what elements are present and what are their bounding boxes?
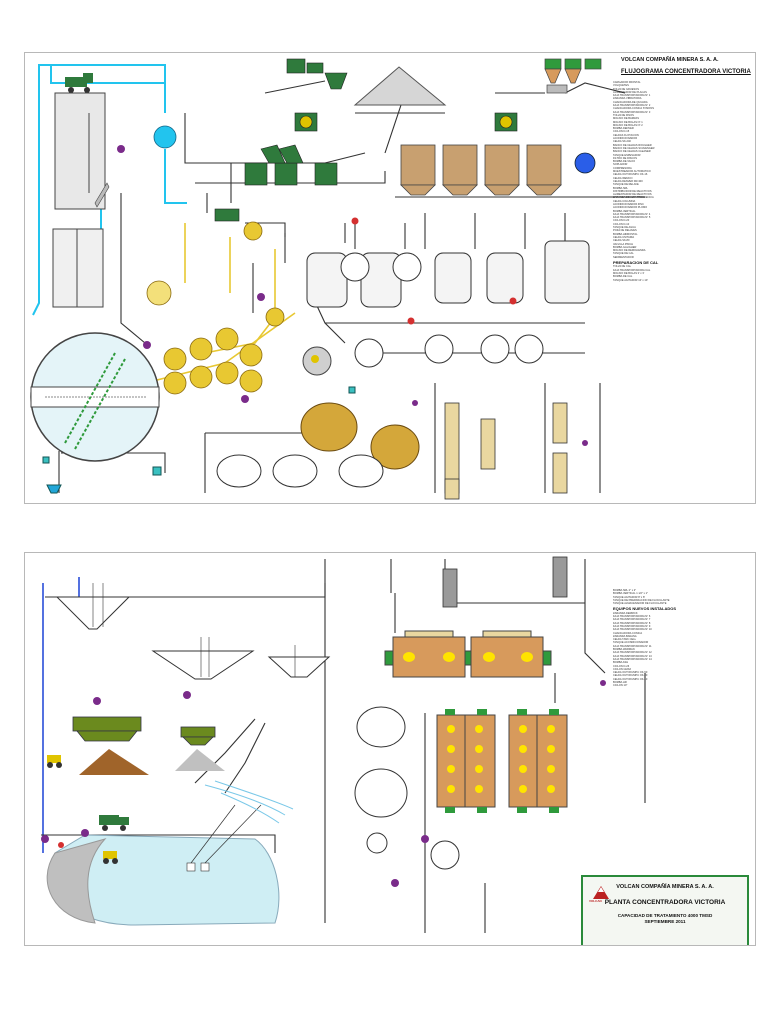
top-diagram-title: FLUJOGRAMA CONCENTRADORA VICTORIA — [621, 69, 753, 75]
loader-icon-bottom — [47, 755, 62, 768]
disc-filters — [73, 717, 215, 745]
bottom-flowsheet: BOMBA SRL 2" x 2"BOMBA VERTICAL 1 1/2" x… — [24, 552, 756, 946]
column-cells-top — [445, 403, 567, 499]
truck-icon — [65, 73, 93, 93]
river-lines — [205, 781, 293, 823]
blue-water-lines — [43, 577, 79, 853]
coarse-ore-bin — [55, 93, 109, 209]
truck-icon-bottom — [99, 815, 129, 831]
title-capacity: CAPACIDAD DE TRATAMIENTO 4000 TMSD — [583, 913, 747, 918]
title-date: SEPTIEMBRE 2011 — [583, 919, 747, 924]
blue-reagent-tank — [575, 153, 595, 173]
legend-section-cal: PREPARACION DE CAL — [613, 261, 753, 264]
thickener-tank — [31, 333, 159, 461]
lime-tank — [154, 126, 176, 148]
legend-item: CICLON 10" — [613, 684, 753, 687]
fine-ore-hoppers — [545, 59, 601, 93]
concentrate-piles — [79, 749, 225, 775]
conditioner-sphere — [303, 347, 331, 375]
top-company-name: VOLCAN COMPAÑÍA MINERA S. A. A. — [621, 57, 753, 63]
legend-item: TANQUE ALMACENADOR DE FLOCULANTE — [613, 602, 753, 605]
grinding-box — [53, 229, 103, 307]
legend-item: TANQUE AGITADOR 10' x 10' — [613, 279, 753, 282]
yellow-flotation-tanks — [147, 222, 284, 394]
ore-stockpile — [355, 67, 445, 105]
top-flowsheet: VOLCAN COMPAÑÍA MINERA S. A. A. FLUJOGRA… — [24, 52, 756, 504]
top-header: VOLCAN COMPAÑÍA MINERA S. A. A. FLUJOGRA… — [621, 57, 753, 75]
fine-ore-bins — [401, 145, 561, 195]
bottom-legend-items-a: BOMBA SRL 2" x 2"BOMBA VERTICAL 1 1/2" x… — [613, 589, 753, 605]
legend-section-new: EQUIPOS NUEVOS INSTALADOS — [613, 607, 753, 610]
column-cells-bottom-top — [443, 557, 567, 607]
title-block: VOLCAN VOLCAN COMPAÑÍA MINERA S. A. A. P… — [581, 875, 749, 946]
thickeners-bottom — [57, 597, 329, 679]
legend-item: SEDIMENTADOR — [613, 256, 753, 259]
tailings-pond — [47, 805, 279, 925]
red-valve-bottom — [58, 842, 64, 848]
bottom-legend: BOMBA SRL 2" x 2"BOMBA VERTICAL 1 1/2" x… — [613, 589, 753, 713]
logo-text: VOLCAN — [589, 899, 602, 903]
